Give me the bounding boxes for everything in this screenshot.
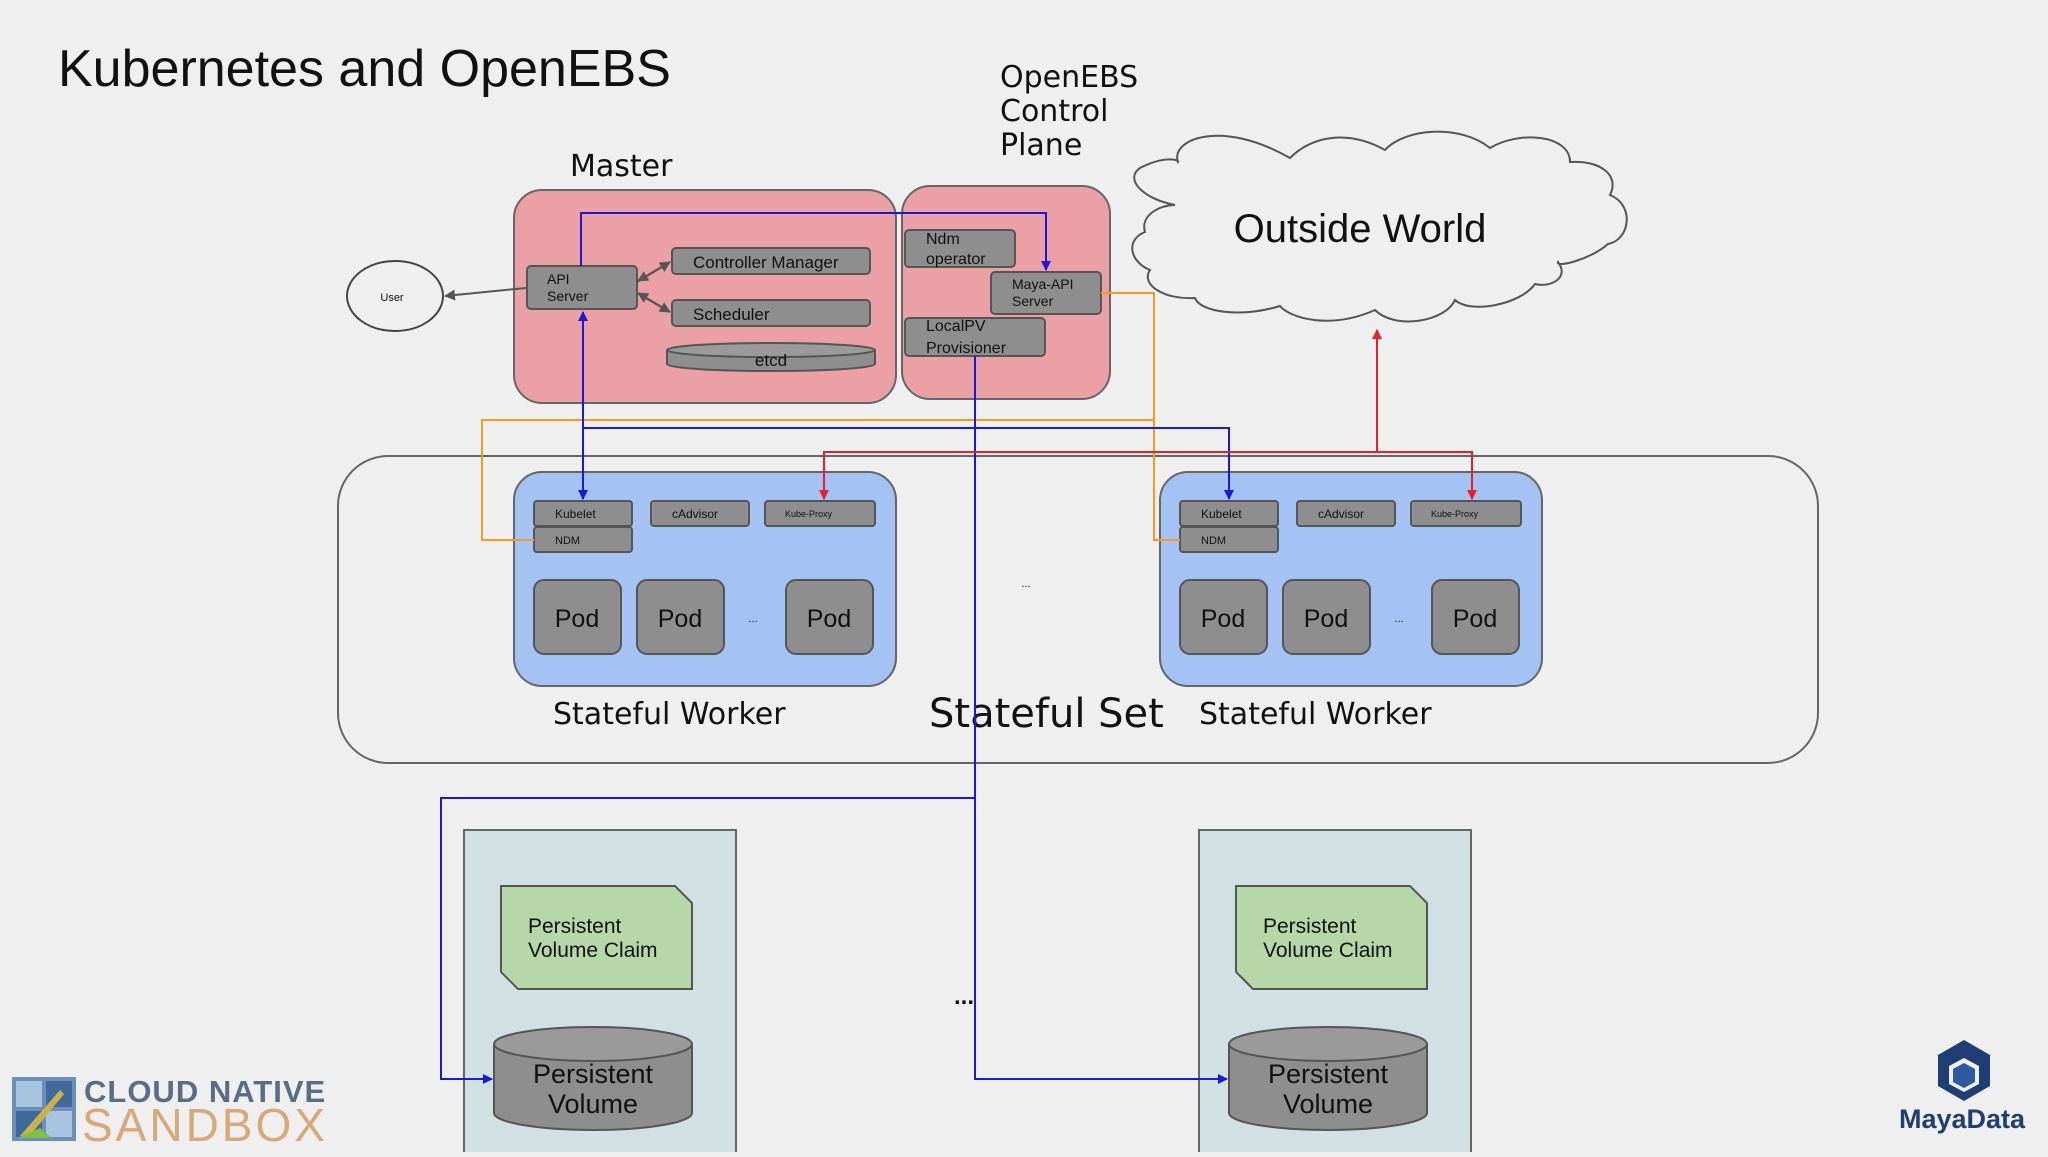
kubelet: Kubelet [1179,500,1279,527]
svg-text:Kubelet: Kubelet [555,507,596,521]
pod: Pod [1282,579,1371,655]
etcd-database: etcd [666,342,876,372]
pod: Pod [1431,579,1520,655]
slide-title: Kubernetes and OpenEBS [58,40,671,98]
pod: Pod [636,579,725,655]
stateful-worker-2: Kubelet NDM cAdvisor Kube-Proxy Pod Pod … [1159,471,1543,687]
svg-text:Pod: Pod [658,605,702,633]
pod: Pod [1179,579,1268,655]
workers-ellipsis: ... [1021,578,1030,590]
mayadata-text: MayaData [1899,1104,2026,1134]
cloud-native-text: CLOUD NATIVE [84,1074,326,1109]
svg-text:cAdvisor: cAdvisor [1318,507,1364,521]
api-server-links [444,261,671,313]
sandbox-logo-icon [12,1077,76,1141]
ndm: NDM [533,526,633,553]
stateful-worker-1-label: Stateful Worker [553,697,786,732]
stateful-set-label: Stateful Set [929,691,1164,737]
master-label: Master [570,149,673,184]
stateful-worker-1: Kubelet NDM cAdvisor Kube-Proxy Pod Pod … [513,471,897,687]
svg-text:Pod: Pod [1453,605,1497,633]
svg-text:NDM: NDM [1201,535,1226,547]
controller-manager: Controller Manager [671,247,871,275]
mayadata-logo: MayaData [1899,1040,2026,1134]
sandbox-text: SANDBOX [82,1099,328,1151]
cloud-native-sandbox-logo: CLOUD NATIVE SANDBOX [12,1074,328,1151]
svg-text:Pod: Pod [1201,605,1245,633]
user-node [346,260,444,332]
svg-text:cAdvisor: cAdvisor [672,507,718,521]
kubelet: Kubelet [533,500,633,527]
pod-ellipsis: ... [748,613,757,625]
svg-text:Kubelet: Kubelet [1201,507,1242,521]
ndm: NDM [1179,526,1279,553]
user-label: User [380,292,404,304]
api-links [440,212,1234,1084]
svg-text:NDM: NDM [555,535,580,547]
pod: Pod [533,579,622,655]
scheduler: Scheduler [671,299,871,327]
kube-proxy: Kube-Proxy [1410,500,1522,527]
kube-proxy: Kube-Proxy [764,500,876,527]
outside-world-cloud: Outside World [1131,130,1628,323]
svg-text:etcd: etcd [755,351,787,370]
cadvisor: cAdvisor [650,500,750,527]
svg-text:Controller Manager: Controller Manager [693,253,839,272]
svg-text:Scheduler: Scheduler [693,305,770,324]
stateful-worker-2-label: Stateful Worker [1199,697,1432,732]
svg-text:Pod: Pod [1304,605,1348,633]
svg-text:Pod: Pod [807,605,851,633]
stateful-set-container [337,455,1819,764]
cadvisor: cAdvisor [1296,500,1396,527]
pod: Pod [785,579,874,655]
outside-world-label: Outside World [1234,207,1487,251]
ndm-links [481,292,1180,541]
kube-proxy-links [819,329,1477,500]
svg-text:Kube-Proxy: Kube-Proxy [1431,509,1479,519]
pod-ellipsis: ... [1394,613,1403,625]
storage-ellipsis: ... [954,983,974,1010]
svg-text:Kube-Proxy: Kube-Proxy [785,509,833,519]
openebs-control-plane-label: OpenEBS Control Plane [1000,60,1148,163]
svg-text:Pod: Pod [555,605,599,633]
